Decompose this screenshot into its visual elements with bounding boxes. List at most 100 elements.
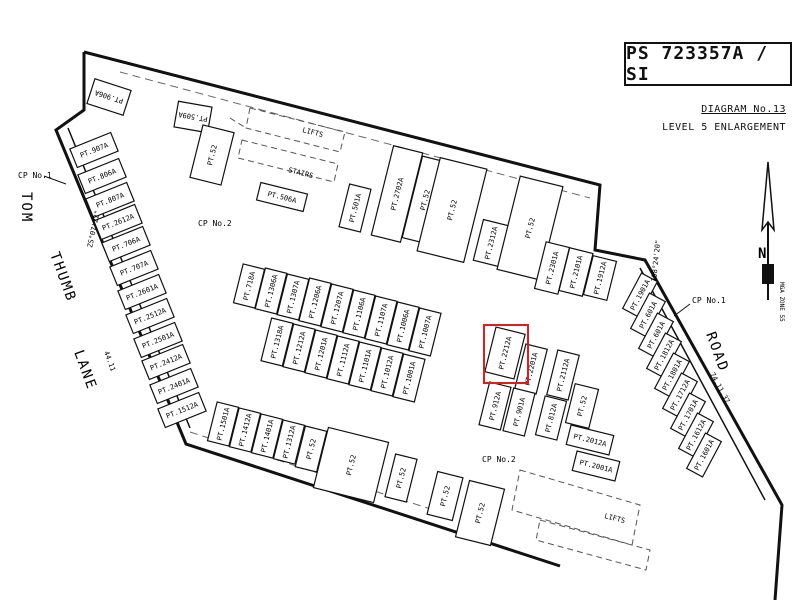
lot-pt-2301a: PT.2301A [533, 241, 571, 295]
lot-pt-1307a: PT.1307A [276, 273, 310, 321]
lot-outline [496, 175, 564, 281]
lot-pt-52: PT.52 [189, 124, 235, 186]
lot-pt-807a: PT.807A [85, 181, 135, 219]
lot-outline [565, 424, 615, 456]
cp1-left-label: CP No.1 [18, 171, 52, 180]
cp2-left-label: CP No.2 [198, 219, 232, 228]
lot-outline [85, 181, 135, 219]
lifts-stairs-top [229, 107, 346, 183]
lot-pt-1006a: PT.1006A [386, 301, 420, 351]
lot-pt-1112a: PT.1112A [326, 335, 360, 385]
lot-pt-1306a: PT.1306A [254, 267, 288, 315]
diagram-subtitle: LEVEL 5 ENLARGEMENT [662, 122, 786, 133]
lot-pt-707a: PT.707A [109, 249, 159, 287]
lifts-top-label: LIFTS [302, 126, 324, 139]
lot-outline [298, 277, 332, 327]
lot-outline [348, 341, 382, 391]
lot-pt-901a: PT.901A [502, 387, 536, 437]
dim-left-mid: 44.11 [102, 350, 117, 373]
lot-pt-1107a: PT.1107A [364, 295, 398, 345]
mga-label: MGA ZONE 55 [778, 282, 785, 322]
lot-outline [312, 426, 390, 504]
inner-line-top [119, 71, 591, 199]
street-word-2: THUMB [46, 250, 79, 304]
lot-pt-1007a: PT.1007A [408, 307, 442, 357]
lot-pt-52: PT.52 [312, 426, 390, 504]
lot-pt-1318a: PT.1318A [260, 317, 294, 367]
lot-pt-1101a: PT.1101A [348, 341, 382, 391]
lot-outline [571, 450, 621, 482]
lot-outline [117, 273, 167, 311]
cp1-right-leader [673, 303, 691, 317]
lot-pt-1501a: PT.1501A [206, 401, 240, 447]
lot-outline [392, 353, 426, 403]
lifts-bottom [511, 469, 651, 571]
diagram-title: DIAGRAM No.13 [701, 104, 786, 115]
lot-outline [338, 183, 372, 233]
lot-outline [125, 297, 175, 335]
boundary-line-left [54, 52, 561, 568]
lot-outline [86, 78, 132, 116]
north-label: N [758, 246, 766, 262]
lot-outline [133, 321, 183, 359]
lifts-bottom-label: LIFTS [604, 512, 626, 525]
cp1-right-label: CP No.1 [692, 296, 726, 305]
lot-pt-2702a: PT.2702A [370, 145, 424, 243]
lot-pt-52: PT.52 [426, 470, 464, 522]
lot-outline [149, 367, 199, 405]
lot-outline [384, 453, 418, 503]
lot-outline [342, 289, 376, 339]
lot-pt-1412a: PT.1412A [228, 407, 262, 453]
lot-pt-2412a: PT.2412A [141, 343, 191, 381]
lot-pt-2512a: PT.2512A [125, 297, 175, 335]
stairs-top-label: STAIRS [288, 166, 314, 180]
highlight-box [483, 324, 529, 384]
lot-outline [558, 247, 594, 297]
lot-outline [386, 301, 420, 351]
lot-outline [416, 156, 488, 264]
lot-pt-52: PT.52 [496, 175, 564, 281]
lot-outline [294, 425, 328, 473]
lot-pt-2112a: PT.2112A [546, 349, 580, 401]
lot-outline [260, 317, 294, 367]
lot-pt-1106a: PT.1106A [342, 289, 376, 339]
lot-pt-2601a: PT.2601A [117, 273, 167, 311]
lot-pt-1206a: PT.1206A [298, 277, 332, 327]
lot-outline [272, 419, 306, 465]
lot-pt-2501a: PT.2501A [133, 321, 183, 359]
street-word-1: TOM [18, 192, 34, 223]
lot-outline [282, 323, 316, 373]
lot-outline [454, 479, 506, 547]
lot-outline [685, 432, 723, 478]
lot-outline [141, 343, 191, 381]
lot-outline [101, 225, 151, 263]
lot-pt-1001a: PT.1001A [392, 353, 426, 403]
lot-outline [408, 307, 442, 357]
lot-outline [157, 391, 207, 429]
lot-outline [109, 249, 159, 287]
lot-pt-2012a: PT.2012A [565, 424, 615, 456]
lot-outline [370, 347, 404, 397]
lot-outline [364, 295, 398, 345]
lot-outline [189, 124, 235, 186]
lot-outline [370, 145, 424, 243]
lot-outline [250, 413, 284, 459]
lot-pt-2612a: PT.2612A [93, 203, 143, 241]
lot-pt-812a: PT.812A [534, 395, 568, 441]
lot-pt-52: PT.52 [564, 382, 600, 430]
lot-pt-1401a: PT.1401A [250, 413, 284, 459]
lot-pt-1912a: PT.1912A [582, 254, 618, 302]
lot-outline [534, 395, 568, 441]
lot-pt-501a: PT.501A [338, 183, 372, 233]
lot-pt-718a: PT.718A [232, 263, 266, 309]
lot-outline [77, 157, 127, 195]
lot-outline [564, 382, 600, 430]
lot-outline [326, 335, 360, 385]
north-arrow [761, 161, 775, 300]
lot-pt-1207a: PT.1207A [320, 283, 354, 333]
cp2-bottom-label: CP No.2 [482, 455, 516, 464]
lot-outline [502, 387, 536, 437]
lot-outline [93, 203, 143, 241]
lot-pt-706a: PT.706A [101, 225, 151, 263]
